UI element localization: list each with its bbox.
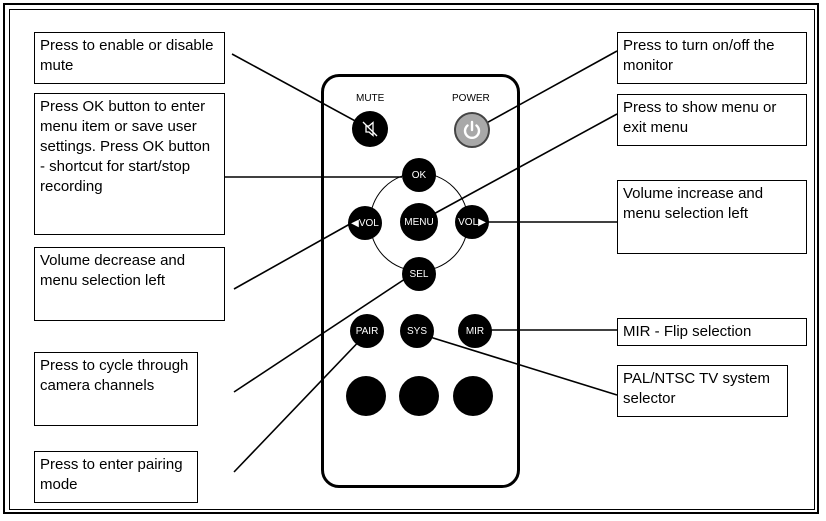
power-icon bbox=[463, 120, 481, 140]
leader-sel bbox=[233, 272, 415, 393]
label-menu: Press to show menu or exit menu bbox=[617, 94, 807, 146]
mute-button[interactable] bbox=[352, 111, 388, 147]
menu-button[interactable]: MENU bbox=[400, 203, 438, 241]
inner-frame bbox=[9, 9, 815, 510]
label-pair: Press to enter pairing mode bbox=[34, 451, 198, 503]
power-button[interactable] bbox=[454, 112, 490, 148]
ok-button[interactable]: OK bbox=[402, 158, 436, 192]
speaker-muted-icon bbox=[362, 121, 378, 137]
label-mir: MIR - Flip selection bbox=[617, 318, 807, 346]
power-caption: POWER bbox=[452, 93, 490, 104]
leader-vol-down bbox=[233, 219, 358, 290]
blank-button-1[interactable] bbox=[346, 376, 386, 416]
sel-button[interactable]: SEL bbox=[402, 257, 436, 291]
mir-button[interactable]: MIR bbox=[458, 314, 492, 348]
pair-button[interactable]: PAIR bbox=[350, 314, 384, 348]
leader-mute bbox=[231, 53, 371, 130]
label-sel: Press to cycle through camera channels bbox=[34, 352, 198, 426]
vol-left-button[interactable]: ◀VOL bbox=[348, 206, 382, 240]
leader-menu bbox=[418, 113, 618, 223]
mute-caption: MUTE bbox=[356, 93, 385, 104]
blank-button-2[interactable] bbox=[399, 376, 439, 416]
label-mute: Press to enable or disable mute bbox=[34, 32, 225, 84]
label-sys: PAL/NTSC TV system selector bbox=[617, 365, 788, 417]
sys-button[interactable]: SYS bbox=[400, 314, 434, 348]
outer-frame bbox=[3, 3, 819, 514]
vol-right-button[interactable]: VOL▶ bbox=[455, 205, 489, 239]
leader-power bbox=[471, 50, 618, 132]
leader-pair bbox=[233, 332, 368, 473]
label-ok: Press OK button to enter menu item or sa… bbox=[34, 93, 225, 235]
blank-button-3[interactable] bbox=[453, 376, 493, 416]
label-vol-down: Volume decrease and menu selection left bbox=[34, 247, 225, 321]
leader-sys bbox=[416, 332, 618, 396]
label-vol-up: Volume increase and menu selection left bbox=[617, 180, 807, 254]
label-power: Press to turn on/off the monitor bbox=[617, 32, 807, 84]
